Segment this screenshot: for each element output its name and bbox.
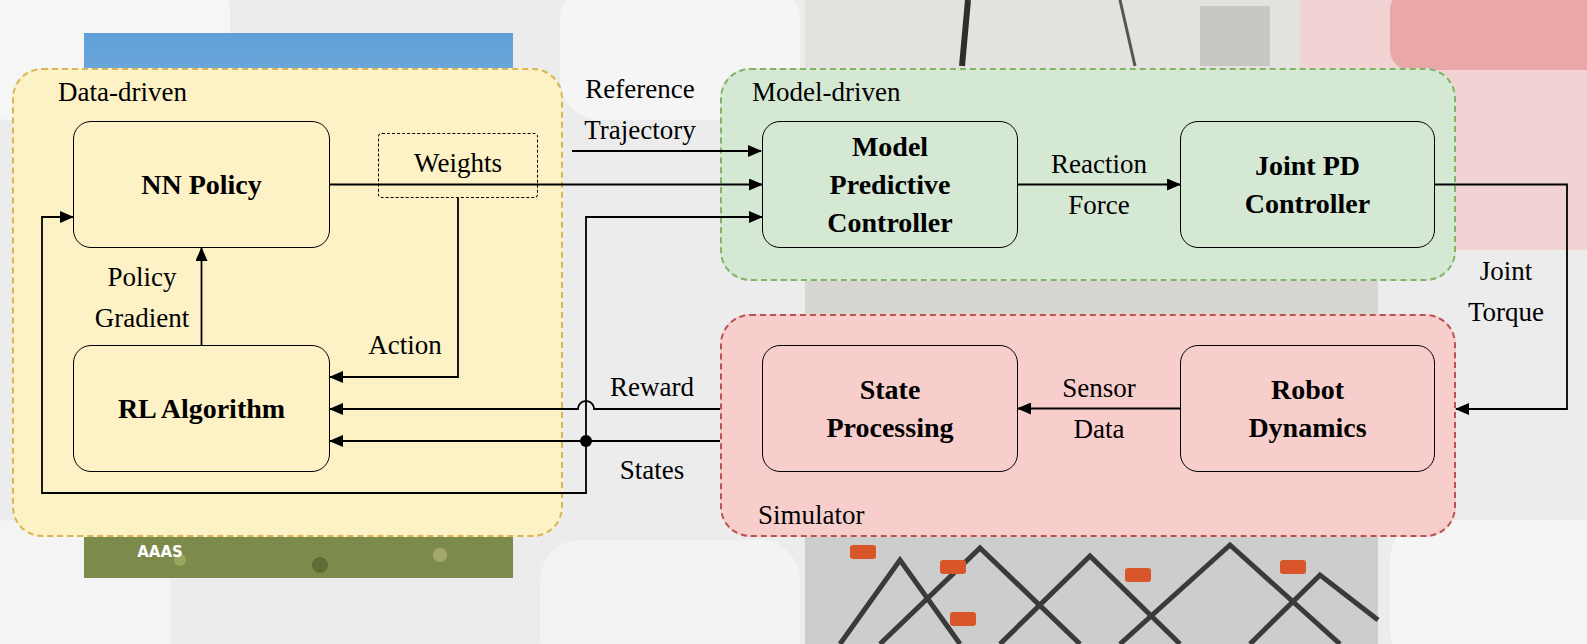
edge-label: States [620,450,685,491]
sim-floor [805,537,1378,644]
group-region: Data-driven NN Policy RL Algorithm Weights [12,68,563,537]
lab-rod [962,0,968,66]
edge-label: Policy Gradient [85,257,200,339]
connector [330,184,762,186]
process-box: Joint PD Controller [1180,121,1435,248]
edge-label: Reward [610,367,694,408]
grass-tuft [312,557,328,573]
connector [1435,185,1567,410]
process-box: Robot Dynamics [1180,345,1435,472]
dashed-box: Weights [378,133,538,198]
sim-robot [1280,560,1306,574]
connector [201,248,203,345]
box-label: Robot Dynamics [1213,371,1403,447]
sim-robot [1125,568,1151,582]
box-label: Weights [414,147,502,179]
sim-stripe [1000,556,1180,644]
process-box: Model Predictive Controller [762,121,1018,248]
group-title: Simulator [758,499,865,531]
sim-robot [950,612,976,626]
edge-label: Action [368,325,442,366]
junction-dot [580,435,592,447]
input-label: Reference Trajectory [565,69,715,151]
sim-robot [850,545,876,559]
input-arrow [572,150,761,152]
lab-wall-top [805,0,1378,70]
lab-cable [1120,0,1135,66]
process-box: RL Algorithm [73,345,330,472]
watermark-text: AAAS [137,543,183,561]
grass-tuft [433,548,447,562]
blur-tile [1390,520,1587,644]
connector [586,217,762,441]
red-blur [1390,0,1587,70]
process-box: NN Policy [73,121,330,248]
box-label: RL Algorithm [118,390,285,428]
sim-stripe [1120,545,1340,644]
connector [1018,184,1180,186]
blur-tile [540,540,800,644]
connector [330,401,720,409]
process-box: State Processing [762,345,1018,472]
box-label: Model Predictive Controller [795,128,985,242]
group-title: Model-driven [752,76,900,108]
connector [330,198,458,377]
connector [330,440,720,442]
edge-label: Joint Torque [1456,251,1556,333]
connector [1018,408,1180,410]
box-label: Joint PD Controller [1213,147,1403,223]
box-label: NN Policy [141,166,262,204]
box-label: State Processing [795,371,985,447]
connector [42,217,720,493]
edge-label: Sensor Data [1042,368,1157,450]
sim-robot [940,560,966,574]
lab-frame [1200,6,1270,66]
group-title: Data-driven [58,76,187,108]
edge-label: Reaction Force [1037,144,1162,226]
sim-stripe [1250,575,1378,644]
